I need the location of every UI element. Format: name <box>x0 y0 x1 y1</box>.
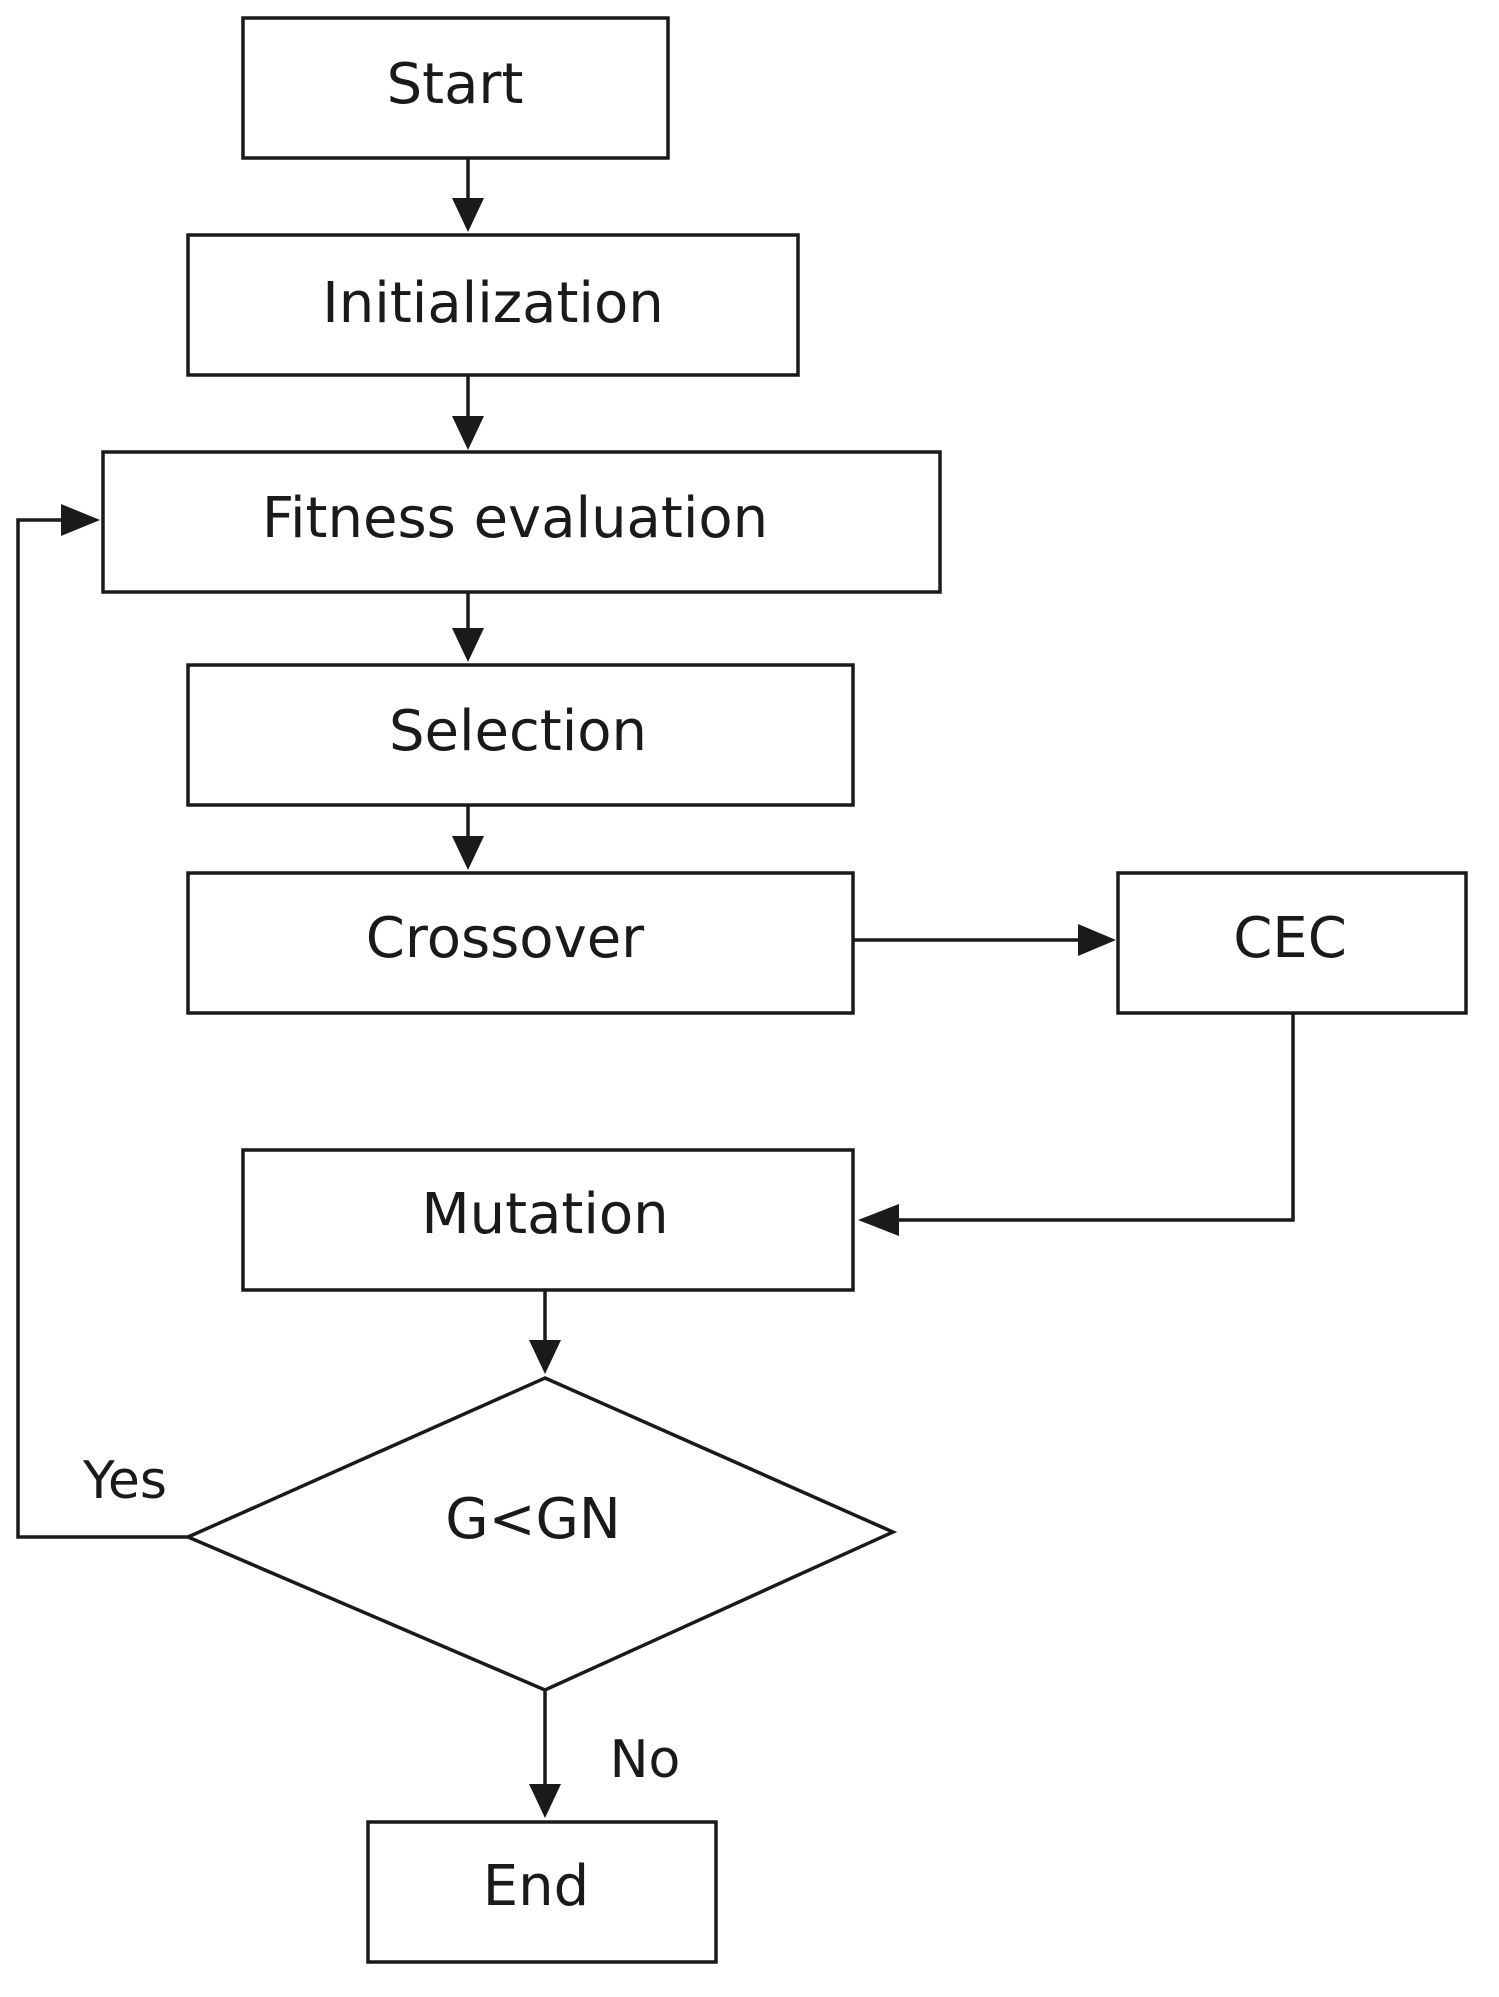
arrow-crossover-to-cec <box>853 924 1116 956</box>
arrow-selection-to-crossover <box>452 805 484 870</box>
mutation-node: Mutation <box>241 1148 855 1292</box>
crossover-node: Crossover <box>186 871 855 1015</box>
start-node: Start <box>241 16 670 160</box>
selection-node: Selection <box>186 663 855 807</box>
arrow-mutation-to-decision <box>529 1290 561 1374</box>
cec-node: CEC <box>1116 871 1468 1015</box>
start-label: Start <box>387 52 524 117</box>
mutation-label: Mutation <box>421 1182 668 1247</box>
arrow-yes-loop-to-fitness <box>16 504 188 1539</box>
end-node: End <box>366 1820 718 1964</box>
arrow-initialization-to-fitness <box>452 375 484 450</box>
arrow-cec-to-mutation <box>858 1013 1295 1236</box>
selection-label: Selection <box>389 699 647 764</box>
fitness-evaluation-label: Fitness evaluation <box>262 486 768 551</box>
arrow-start-to-initialization <box>452 158 484 232</box>
end-label: End <box>483 1854 589 1919</box>
initialization-node: Initialization <box>186 233 800 377</box>
initialization-label: Initialization <box>322 271 664 336</box>
yes-label: Yes <box>82 1451 167 1511</box>
decision-label: G<GN <box>445 1487 621 1552</box>
arrow-no-to-end <box>529 1690 561 1818</box>
cec-label: CEC <box>1233 906 1347 971</box>
crossover-label: Crossover <box>366 906 645 971</box>
decision-node: G<GN <box>183 1376 898 1692</box>
no-label: No <box>610 1730 681 1790</box>
fitness-evaluation-node: Fitness evaluation <box>101 450 942 594</box>
arrow-fitness-to-selection <box>452 592 484 662</box>
